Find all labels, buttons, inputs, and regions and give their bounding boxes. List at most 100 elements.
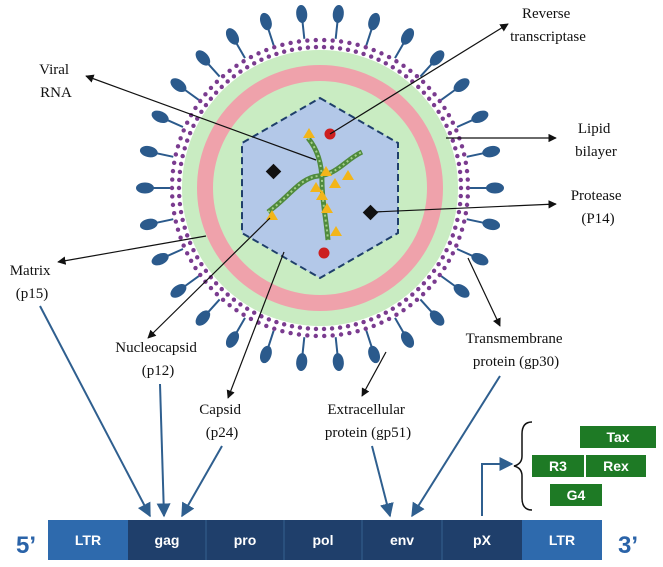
- lipid-head: [199, 262, 204, 267]
- lipid-head: [199, 109, 204, 114]
- lipid-head: [219, 84, 224, 90]
- spike-head: [453, 78, 470, 93]
- lipid-head: [244, 306, 250, 311]
- spike-head: [332, 353, 344, 372]
- three-prime-label: 3’: [618, 532, 638, 559]
- protease-diamond: [362, 204, 379, 221]
- lipid-head: [198, 272, 203, 278]
- lipid-head: [330, 38, 335, 43]
- spike-stalk: [166, 118, 184, 128]
- lipid-head: [225, 79, 230, 84]
- spike-stalk: [155, 152, 174, 158]
- px-product-boxes: Tax R3 Rex G4: [532, 426, 656, 506]
- lipid-head: [347, 330, 352, 336]
- lipid-head: [177, 201, 183, 207]
- spike-head: [471, 252, 489, 266]
- spike-head: [151, 252, 169, 266]
- r3-box: [532, 455, 584, 477]
- lipid-head: [208, 285, 214, 291]
- lipid-head: [401, 307, 406, 313]
- spike-stalk: [155, 218, 174, 224]
- lipid-head: [376, 314, 381, 319]
- lipid-head: [440, 116, 445, 121]
- lipid-head: [289, 323, 295, 329]
- lipid-head: [390, 306, 396, 311]
- lipid-head: [173, 152, 179, 157]
- lipid-head: [458, 177, 463, 183]
- lipid-head: [371, 323, 376, 329]
- nucleocapsid-pointer: [147, 217, 271, 339]
- lipid-head: [421, 281, 427, 286]
- lipid-head: [266, 317, 272, 322]
- lipid-head: [329, 326, 335, 331]
- lipid-head: [178, 161, 184, 167]
- g4-box: [550, 484, 602, 506]
- lipid-head: [313, 44, 319, 50]
- spike-stalk: [365, 330, 373, 349]
- lipid-head: [182, 146, 187, 151]
- spike-head: [139, 145, 158, 158]
- lipid-head: [414, 297, 420, 303]
- lipid-head: [272, 326, 277, 331]
- spike-stalk: [394, 42, 405, 59]
- lipid-head: [455, 153, 460, 159]
- protease-label: Protease (P14): [571, 188, 626, 227]
- spike-stalk: [456, 118, 474, 128]
- lipid-head: [450, 120, 456, 125]
- spike-stalk: [166, 248, 184, 258]
- spike-head: [139, 218, 158, 231]
- lipid-head: [463, 160, 469, 165]
- lipid-head: [238, 69, 243, 74]
- lipid-head: [442, 265, 447, 271]
- lipid-head: [184, 138, 190, 143]
- transmembrane-to-env-arrow: [411, 375, 501, 518]
- lipid-head: [178, 209, 184, 215]
- lipid-head: [181, 243, 186, 248]
- lipid-head: [184, 233, 190, 238]
- lipid-head: [248, 54, 254, 60]
- lipid-head: [170, 168, 176, 174]
- lipid-head: [180, 153, 185, 159]
- lipid-head: [403, 74, 409, 79]
- lipid-head: [281, 322, 287, 327]
- lipid-head: [379, 320, 384, 325]
- spike-head: [296, 4, 308, 23]
- spike-stalk: [456, 248, 474, 258]
- lipid-head: [321, 326, 327, 332]
- lipid-head: [289, 47, 295, 53]
- lipid-head: [432, 92, 437, 97]
- lipid-head: [437, 98, 442, 104]
- tax-box: [580, 426, 656, 448]
- segment-px-label: pX: [473, 532, 492, 548]
- lipid-head: [296, 39, 302, 44]
- lipid-head: [420, 291, 426, 297]
- lipid-head: [410, 292, 415, 297]
- matrix-to-gag-arrow: [39, 305, 151, 518]
- spike-stalk: [267, 330, 275, 349]
- segment-env-label: env: [390, 532, 414, 548]
- tax-label: Tax: [606, 429, 629, 445]
- lipid-head: [386, 316, 392, 322]
- lipid-head: [208, 85, 214, 91]
- lipid-head: [178, 235, 183, 240]
- lipid-head: [457, 235, 462, 240]
- lipid-head: [436, 262, 441, 267]
- lipid-head: [355, 328, 360, 334]
- lipid-head: [337, 46, 343, 51]
- matrix-label: Matrix (p15): [10, 263, 55, 302]
- spike-head: [195, 310, 211, 326]
- spike-stalk: [394, 317, 405, 334]
- spike-head: [453, 283, 470, 298]
- lipid-head: [353, 322, 359, 327]
- lipid-head: [264, 323, 269, 329]
- lipid-head: [180, 217, 185, 223]
- spike-head: [368, 12, 381, 31]
- lipid-head: [266, 54, 272, 59]
- lipid-head: [383, 310, 389, 315]
- genome-bar: 5’ 3’ LTR gag pro pol env pX LTR: [16, 520, 638, 560]
- lipid-head: [338, 332, 344, 337]
- nucleocapsid-ring: [197, 65, 443, 311]
- lipid-head: [401, 63, 406, 69]
- segment-gag-label: gag: [155, 532, 180, 548]
